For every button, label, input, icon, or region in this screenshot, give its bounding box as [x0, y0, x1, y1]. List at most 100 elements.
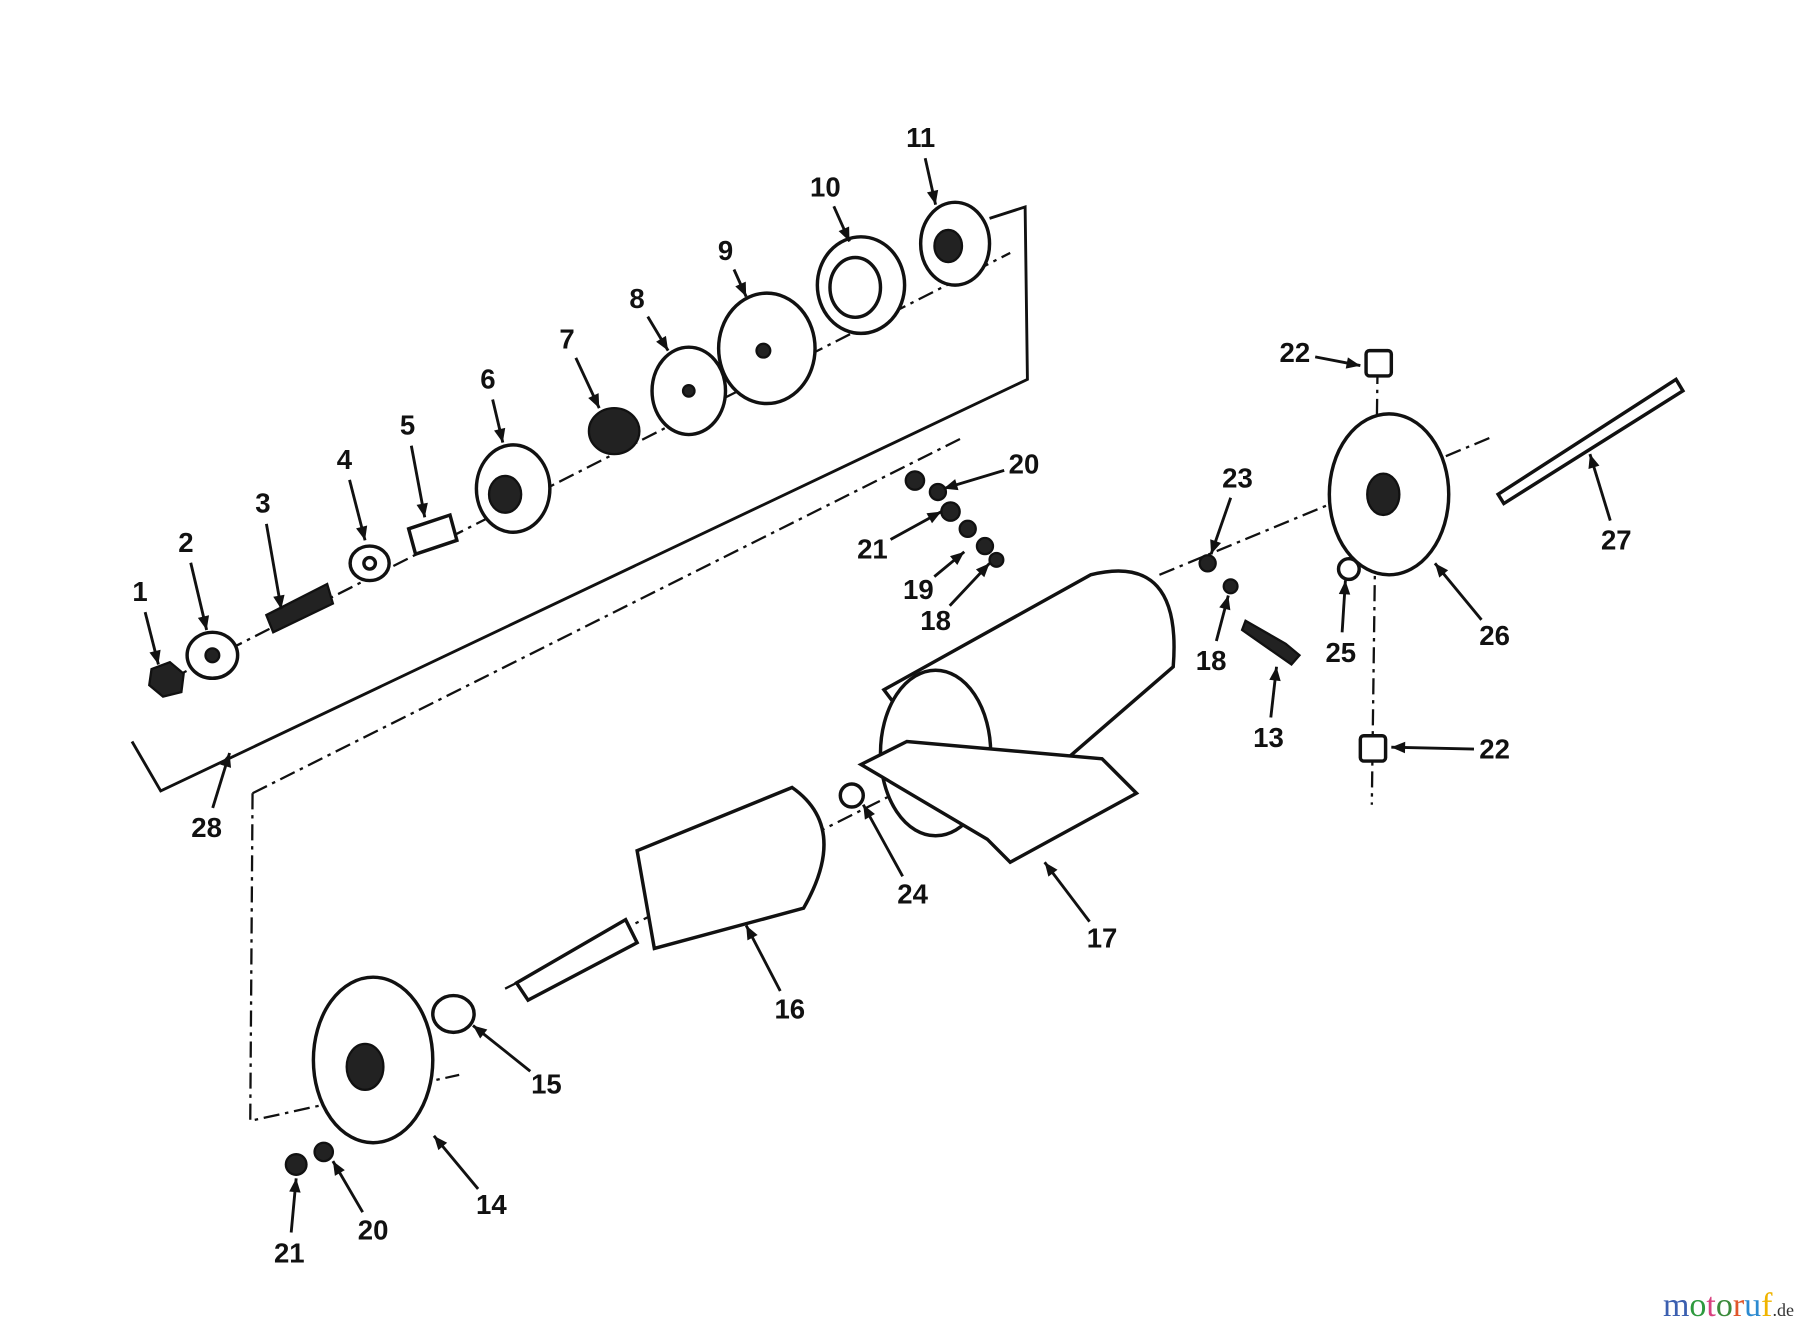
- callout-number: 1: [132, 576, 147, 607]
- arrowhead-icon: [1210, 539, 1222, 555]
- callout-2: 2: [178, 527, 210, 631]
- callout-number: 18: [1196, 645, 1227, 676]
- arrowhead-icon: [220, 752, 232, 768]
- callout-number: 25: [1325, 637, 1356, 668]
- callout-number: 18: [920, 605, 951, 636]
- leader-line: [1391, 745, 1475, 751]
- part-20-washer: [313, 1141, 335, 1163]
- watermark-suffix: .de: [1772, 1300, 1795, 1320]
- callout-labels: 1234567891011222021191823181325262722241…: [132, 122, 1631, 1268]
- arrowhead-icon: [433, 1135, 448, 1151]
- callout-10: 10: [810, 172, 851, 243]
- arrowhead-icon: [863, 804, 875, 820]
- callout-number: 16: [774, 994, 805, 1025]
- part-13-terminal: [1240, 619, 1302, 667]
- callout-number: 8: [629, 283, 644, 314]
- callout-number: 23: [1222, 462, 1253, 493]
- part-25-nut: [1336, 556, 1361, 582]
- callout-1: 1: [132, 576, 161, 665]
- arrowhead-icon: [273, 594, 285, 610]
- callout-number: 19: [903, 574, 934, 605]
- motoruf-watermark-logo: motoruf.de: [1663, 1287, 1794, 1325]
- arrowhead-icon: [1391, 741, 1406, 754]
- arrowhead-icon: [1044, 862, 1058, 877]
- callout-26: 26: [1433, 562, 1510, 651]
- callout-number: 17: [1087, 922, 1118, 953]
- callout-number: 7: [559, 323, 574, 354]
- callout-number: 20: [358, 1214, 389, 1245]
- arrowhead-icon: [1219, 595, 1231, 611]
- callout-6: 6: [480, 364, 506, 443]
- watermark-letter: o: [1715, 1287, 1733, 1324]
- part-18-washer: [1222, 578, 1239, 595]
- arrowhead-icon: [1269, 666, 1281, 682]
- callout-21: 21: [857, 510, 943, 565]
- callout-number: 22: [1479, 734, 1510, 765]
- part-21-nut: [284, 1153, 308, 1177]
- arrowhead-icon: [1345, 357, 1361, 369]
- part-22-brush-top: [1364, 348, 1394, 378]
- part-14-end-plate: [311, 975, 435, 1145]
- callout-18: 18: [1196, 595, 1231, 676]
- arrowhead-icon: [494, 427, 506, 443]
- watermark-letter: m: [1662, 1287, 1690, 1324]
- parts-drawing: [148, 200, 1686, 1177]
- callout-17: 17: [1043, 861, 1118, 953]
- arrowhead-icon: [472, 1025, 488, 1039]
- callout-number: 4: [337, 444, 353, 475]
- arrowhead-icon: [656, 335, 669, 351]
- arrowhead-icon: [926, 189, 939, 205]
- part-22-brush-bottom: [1358, 734, 1388, 763]
- arrowhead-icon: [332, 1161, 345, 1176]
- arrowhead-icon: [746, 925, 758, 941]
- part-5-bushing: [406, 512, 459, 557]
- callout-20: 20: [943, 449, 1039, 491]
- part-1-nut: [148, 660, 185, 698]
- part-27-through-bolt: [1495, 376, 1686, 506]
- callout-number: 27: [1601, 524, 1632, 555]
- callout-22: 22: [1391, 734, 1510, 765]
- callout-11: 11: [906, 122, 939, 205]
- callout-16: 16: [744, 924, 805, 1025]
- part-17-frame: [857, 569, 1176, 865]
- callout-number: 21: [857, 534, 888, 565]
- part-3-spring: [264, 582, 335, 634]
- arrowhead-icon: [1338, 580, 1351, 595]
- arrowhead-icon: [588, 393, 600, 409]
- callout-number: 3: [255, 488, 270, 519]
- callout-number: 22: [1280, 337, 1311, 368]
- callout-number: 14: [476, 1189, 507, 1220]
- arrowhead-icon: [735, 281, 747, 297]
- callout-number: 15: [531, 1068, 562, 1099]
- arrowhead-icon: [197, 615, 210, 630]
- parts-20-21-stack: [904, 470, 1005, 568]
- callout-14: 14: [432, 1134, 507, 1220]
- arrowhead-icon: [1434, 563, 1449, 578]
- callout-number: 13: [1253, 722, 1284, 753]
- callout-number: 5: [400, 410, 415, 441]
- callout-number: 10: [810, 172, 841, 203]
- part-23-nut: [1198, 554, 1217, 573]
- arrowhead-icon: [149, 649, 161, 665]
- callout-20: 20: [331, 1160, 389, 1245]
- arrowhead-icon: [943, 479, 959, 491]
- callout-19: 19: [903, 550, 966, 605]
- callout-4: 4: [337, 444, 368, 541]
- arrowhead-icon: [926, 511, 942, 524]
- callout-27: 27: [1588, 453, 1632, 556]
- part-16-armature: [514, 785, 826, 1003]
- watermark-letter: r: [1732, 1287, 1745, 1324]
- callout-25: 25: [1325, 580, 1356, 668]
- watermark-letter: u: [1744, 1287, 1762, 1324]
- callout-number: 6: [480, 364, 495, 395]
- callout-number: 11: [906, 122, 935, 153]
- callout-23: 23: [1209, 462, 1253, 555]
- arrowhead-icon: [975, 563, 990, 578]
- callout-8: 8: [629, 283, 670, 352]
- callout-28: 28: [191, 752, 232, 843]
- callout-number: 21: [274, 1237, 305, 1268]
- watermark-text: motoruf: [1663, 1287, 1773, 1324]
- part-24-plug: [838, 782, 865, 809]
- callout-5: 5: [400, 410, 428, 518]
